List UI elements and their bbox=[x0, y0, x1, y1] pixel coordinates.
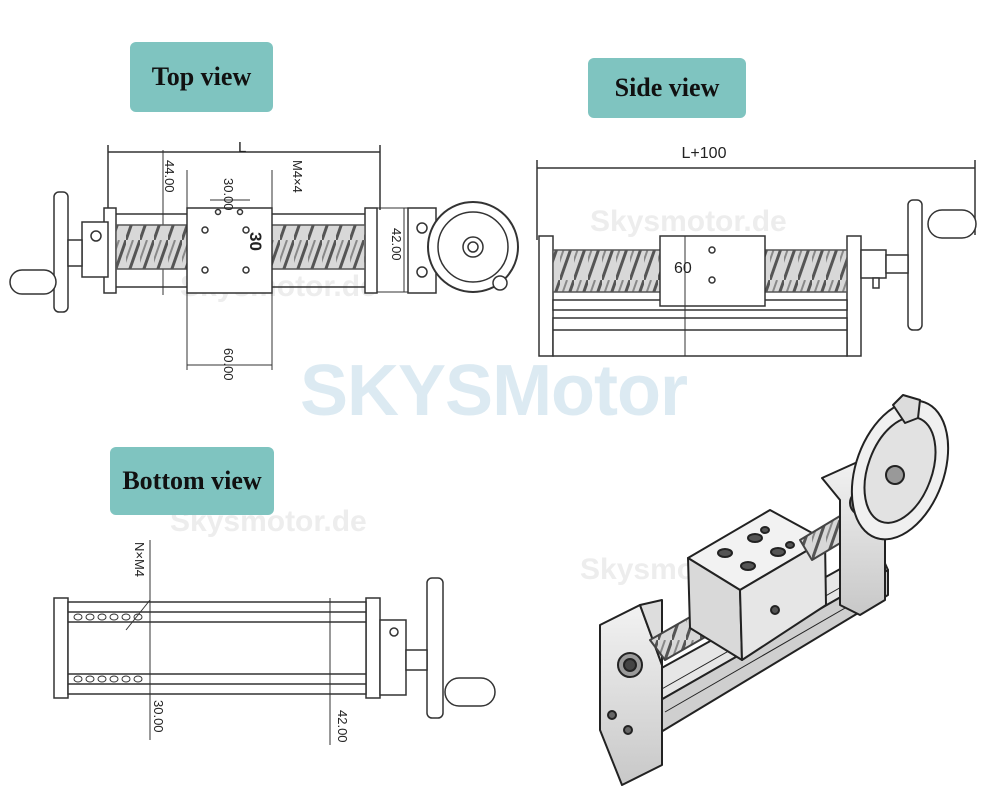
dim-bottom-42: 42.00 bbox=[335, 710, 350, 743]
isometric-view-drawing bbox=[599, 394, 950, 786]
watermark-main: SKYSMotor bbox=[300, 351, 688, 431]
dim-44: 44.00 bbox=[162, 160, 177, 193]
side-view-drawing bbox=[536, 160, 977, 357]
dim-nm4: N×M4 bbox=[132, 542, 147, 577]
dim-30-circle: 30 bbox=[246, 232, 265, 251]
dim-42: 42.00 bbox=[389, 228, 404, 261]
dim-side-60: 60 bbox=[674, 260, 692, 277]
bottom-view-label: Bottom view bbox=[110, 447, 274, 515]
dim-m4: M4×4 bbox=[290, 160, 305, 193]
dim-L100: L+100 bbox=[682, 145, 727, 162]
dim-30: 30.00 bbox=[221, 178, 236, 211]
top-view-label: Top view bbox=[130, 42, 273, 112]
dim-L: L bbox=[238, 139, 246, 156]
side-view-label: Side view bbox=[588, 58, 746, 118]
dim-bottom-30: 30.00 bbox=[151, 700, 166, 733]
top-view-drawing bbox=[9, 145, 519, 370]
bottom-view-drawing bbox=[53, 540, 496, 745]
dim-60: 60.00 bbox=[221, 348, 236, 381]
watermark-small: Skysmotor.de bbox=[590, 205, 787, 238]
